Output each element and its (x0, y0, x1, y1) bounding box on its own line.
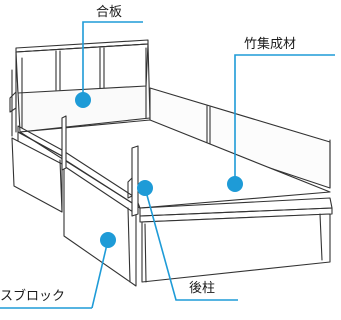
plywood-label: 合板 (96, 5, 123, 20)
corner-post-left (61, 115, 67, 171)
callout-dot-bamboo (227, 176, 243, 192)
callout-line-bamboo (234, 54, 335, 184)
callout-dot-post (137, 180, 153, 196)
rear-post (131, 145, 139, 217)
callout-dot-block (100, 232, 116, 248)
callout-dot-plywood (75, 92, 91, 108)
callout-line-post (144, 187, 238, 301)
bamboo-label: 竹集成材 (244, 37, 297, 52)
callout-line-block (91, 239, 109, 309)
storage-block-mid (63, 165, 137, 287)
storage-block-right (141, 213, 331, 283)
block-label: スブロック (0, 289, 66, 304)
callout-line-plywood (82, 21, 143, 100)
post-label: 後柱 (189, 281, 216, 296)
